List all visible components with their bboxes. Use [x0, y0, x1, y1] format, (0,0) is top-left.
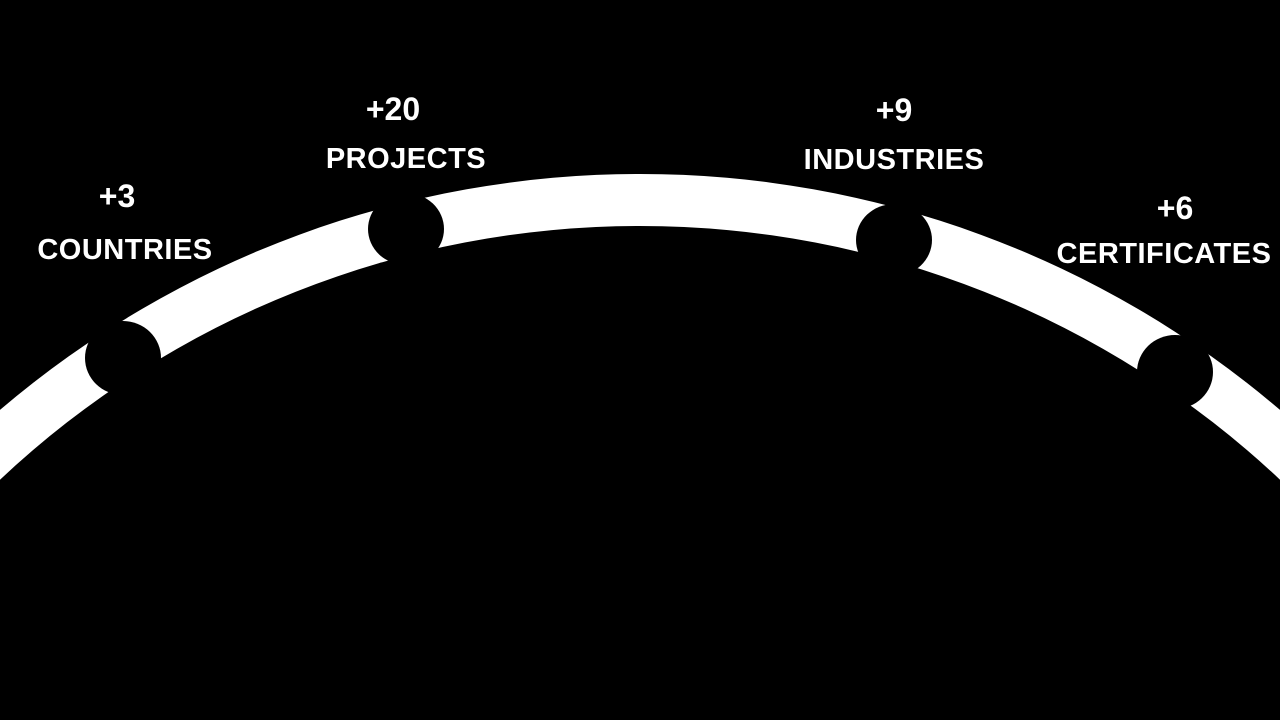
stat-value-industries: +9: [875, 92, 913, 128]
stat-label-countries: COUNTRIES: [37, 234, 213, 266]
milestone-dot-certificates: [1137, 335, 1213, 409]
stat-label-projects: PROJECTS: [325, 143, 487, 175]
stat-label-certificates: CERTIFICATES: [1056, 238, 1272, 270]
stat-value-certificates: +6: [1156, 190, 1194, 226]
milestone-dot-countries: [85, 321, 161, 395]
arc-band: [0, 173, 1280, 480]
stat-label-industries: INDUSTRIES: [803, 144, 985, 176]
milestone-dot-projects: [368, 193, 444, 265]
stat-value-projects: +20: [365, 91, 421, 127]
stat-value-countries: +3: [98, 178, 136, 214]
milestone-dot-industries: [856, 204, 932, 276]
